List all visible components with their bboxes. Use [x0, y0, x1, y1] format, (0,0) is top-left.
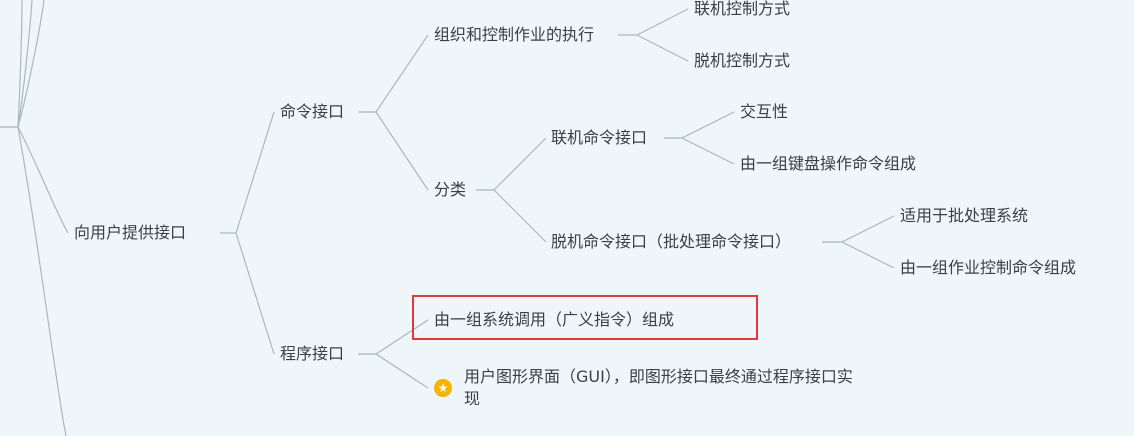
- node-system-calls[interactable]: 由一组系统调用（广义指令）组成: [434, 310, 675, 329]
- node-online-command[interactable]: 联机命令接口: [551, 128, 648, 147]
- node-offline-control[interactable]: 脱机控制方式: [694, 51, 791, 70]
- node-online-control[interactable]: 联机控制方式: [694, 0, 791, 18]
- node-gui[interactable]: 用户图形界面（GUI），即图形接口最终通过程序接口实现: [464, 367, 853, 408]
- node-batch-system[interactable]: 适用于批处理系统: [900, 206, 1029, 225]
- node-org-control[interactable]: 组织和控制作业的执行: [434, 25, 595, 44]
- node-keyboard-commands[interactable]: 由一组键盘操作命令组成: [740, 154, 917, 173]
- node-interactive[interactable]: 交互性: [740, 102, 789, 121]
- highlight-box: [412, 295, 758, 340]
- star-icon: ★: [434, 379, 452, 397]
- node-program-interface[interactable]: 程序接口: [280, 344, 345, 363]
- node-user-interface[interactable]: 向用户提供接口: [74, 223, 187, 242]
- node-category[interactable]: 分类: [434, 180, 467, 199]
- node-job-control-commands[interactable]: 由一组作业控制命令组成: [900, 258, 1077, 277]
- node-offline-command[interactable]: 脱机命令接口（批处理命令接口）: [551, 232, 792, 251]
- node-command-interface[interactable]: 命令接口: [280, 102, 345, 121]
